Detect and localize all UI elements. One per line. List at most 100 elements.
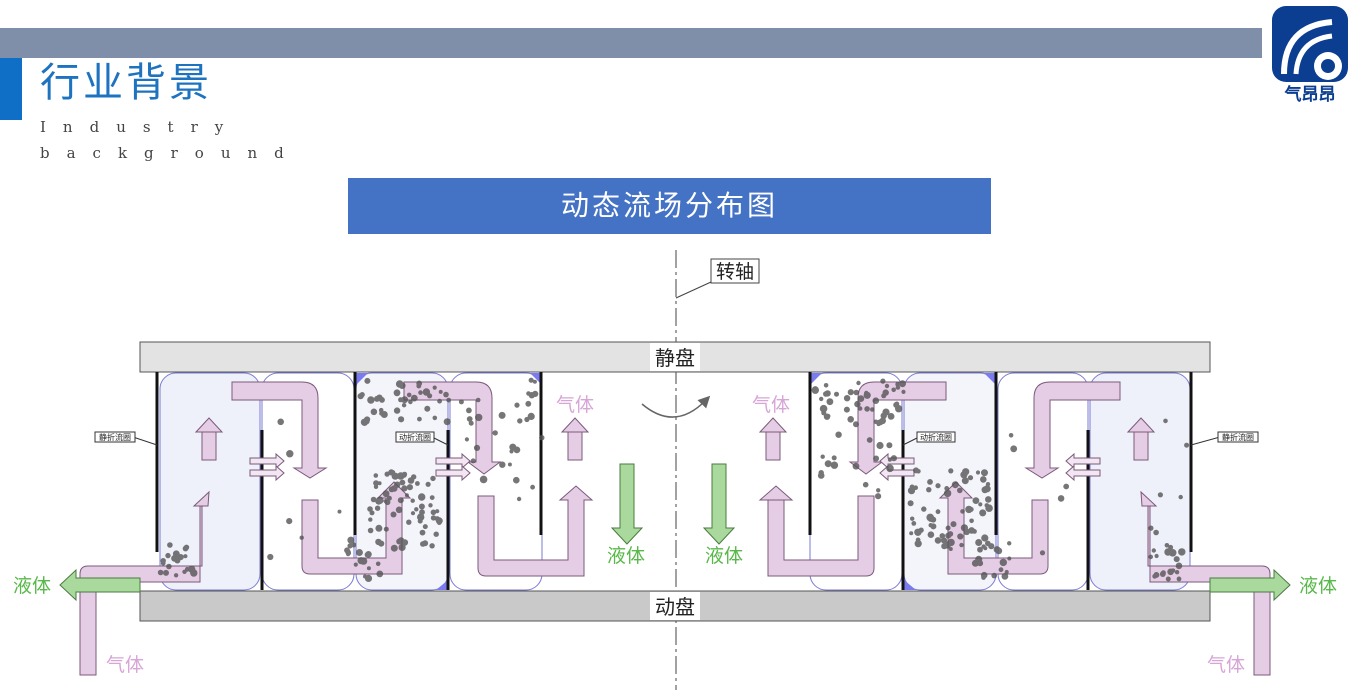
droplet bbox=[857, 406, 863, 411]
shaft-label-box bbox=[710, 258, 760, 284]
droplet bbox=[907, 500, 914, 507]
droplet bbox=[1167, 568, 1174, 576]
droplet bbox=[1165, 576, 1171, 582]
droplet bbox=[513, 476, 520, 484]
droplet bbox=[1148, 554, 1153, 560]
droplet bbox=[957, 487, 963, 494]
droplet bbox=[378, 407, 384, 413]
droplet bbox=[173, 573, 179, 578]
droplet bbox=[429, 543, 435, 549]
droplet bbox=[384, 471, 390, 477]
droplet bbox=[479, 475, 488, 484]
droplet bbox=[877, 419, 884, 426]
header-bar bbox=[0, 28, 1262, 58]
droplet bbox=[517, 418, 523, 424]
droplet bbox=[821, 410, 827, 416]
droplet bbox=[948, 468, 954, 474]
droplet bbox=[507, 462, 512, 467]
moving-ring-label-left: 动折流圈 bbox=[399, 432, 431, 442]
droplet bbox=[852, 462, 860, 470]
liquid-droplets bbox=[157, 377, 1190, 583]
droplet bbox=[872, 397, 880, 405]
droplet bbox=[870, 407, 875, 412]
droplet bbox=[1164, 543, 1170, 548]
droplet bbox=[854, 400, 861, 408]
droplet bbox=[950, 521, 957, 528]
droplet bbox=[437, 520, 442, 525]
static-disk-label: 静盘 bbox=[655, 346, 695, 370]
droplet bbox=[880, 378, 886, 384]
diagram-title: 动态流场分布图 bbox=[348, 178, 991, 234]
droplet bbox=[975, 555, 983, 564]
gas-label-center-right: 气体 bbox=[752, 394, 790, 416]
droplet bbox=[946, 490, 952, 495]
logo-text: 气昂昂 bbox=[1284, 84, 1336, 104]
droplet bbox=[370, 408, 378, 416]
right-chambers bbox=[809, 372, 1191, 591]
droplet bbox=[945, 525, 951, 531]
droplet bbox=[418, 390, 423, 395]
droplet bbox=[419, 529, 426, 536]
droplet bbox=[993, 546, 1001, 553]
droplet bbox=[941, 543, 948, 550]
droplet bbox=[910, 516, 915, 521]
droplet bbox=[366, 566, 371, 571]
droplet bbox=[1163, 418, 1168, 424]
droplet bbox=[524, 416, 530, 423]
droplet bbox=[991, 572, 997, 579]
droplet bbox=[425, 481, 431, 487]
droplet bbox=[847, 416, 854, 423]
droplet bbox=[277, 418, 285, 426]
droplet bbox=[390, 544, 398, 552]
liquid-label-center-left: 液体 bbox=[607, 545, 645, 567]
droplet bbox=[972, 497, 980, 504]
droplet bbox=[1151, 548, 1157, 553]
droplet bbox=[823, 383, 829, 388]
droplet bbox=[401, 403, 407, 408]
droplet bbox=[419, 509, 425, 516]
droplet bbox=[873, 419, 879, 425]
droplet bbox=[382, 490, 390, 498]
company-logo: 气昂昂 bbox=[1270, 4, 1350, 105]
droplet bbox=[415, 481, 420, 486]
droplet bbox=[398, 382, 406, 389]
droplet bbox=[430, 475, 436, 482]
droplet bbox=[353, 562, 358, 567]
droplet bbox=[347, 536, 355, 544]
droplet bbox=[886, 442, 893, 449]
droplet bbox=[401, 485, 408, 492]
droplet bbox=[376, 496, 384, 504]
droplet bbox=[376, 570, 384, 578]
droplet bbox=[1063, 483, 1070, 490]
droplet bbox=[424, 405, 431, 412]
droplet bbox=[939, 533, 946, 539]
droplet bbox=[909, 531, 914, 536]
droplet bbox=[967, 475, 974, 481]
droplet bbox=[979, 509, 987, 517]
droplet bbox=[438, 389, 443, 394]
droplet bbox=[157, 569, 164, 576]
droplet bbox=[965, 505, 973, 514]
droplet bbox=[286, 450, 294, 458]
droplet bbox=[433, 531, 439, 537]
droplet bbox=[364, 377, 371, 384]
droplet bbox=[446, 397, 452, 403]
droplet bbox=[826, 413, 831, 419]
droplet bbox=[473, 444, 481, 451]
droplet bbox=[166, 563, 172, 570]
droplet bbox=[988, 543, 995, 550]
droplet bbox=[375, 524, 383, 532]
droplet bbox=[364, 419, 370, 425]
droplet bbox=[525, 400, 532, 407]
droplet bbox=[380, 411, 388, 418]
shaft-label: 转轴 bbox=[716, 261, 754, 283]
static-ring-label-left: 静折流圈 bbox=[99, 432, 131, 442]
droplet bbox=[928, 523, 933, 528]
droplet bbox=[373, 473, 379, 478]
droplet bbox=[981, 534, 989, 542]
droplet bbox=[526, 391, 531, 396]
droplet bbox=[856, 380, 861, 386]
droplet bbox=[835, 431, 842, 438]
droplet bbox=[367, 527, 374, 534]
droplet bbox=[981, 469, 988, 477]
